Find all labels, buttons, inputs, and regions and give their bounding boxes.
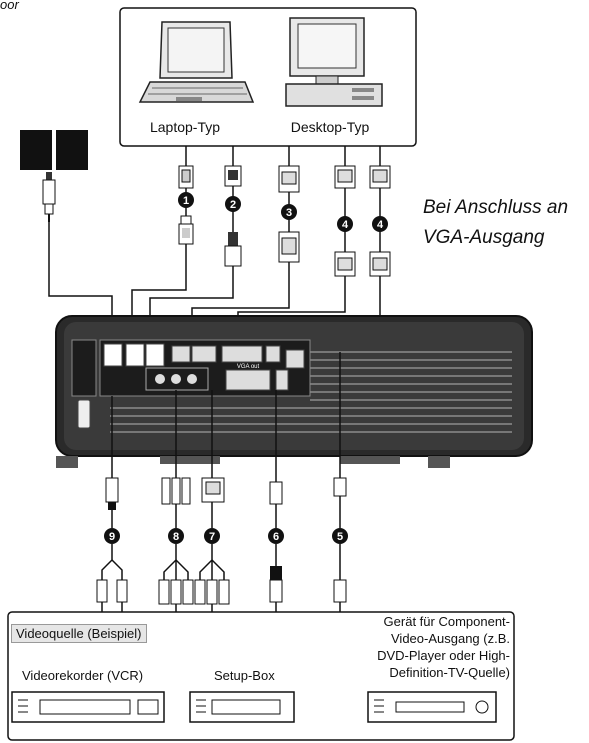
svg-text:8: 8 — [173, 531, 179, 543]
laptop-icon — [138, 21, 255, 103]
cable-9: 9 — [96, 477, 128, 603]
vcr-icon — [11, 691, 165, 723]
svg-text:4: 4 — [342, 219, 349, 231]
svg-text:7: 7 — [209, 531, 215, 543]
projector-body: VGA out — [55, 315, 533, 468]
badge-1: 1 — [178, 192, 194, 208]
svg-text:9: 9 — [109, 531, 115, 543]
header-fragment: oor — [0, 0, 19, 12]
svg-text:6: 6 — [273, 531, 279, 543]
settop-label: Setup-Box — [214, 668, 275, 683]
monitor-out-connector-top — [224, 165, 242, 267]
component-label-line: Definition-TV-Quelle) — [389, 665, 510, 680]
settop-box-icon — [189, 691, 295, 723]
vcr-label: Videorekorder (VCR) — [22, 668, 144, 683]
bottom-routing-lines — [111, 352, 341, 482]
cable-5: 5 — [332, 477, 348, 603]
desktop-icon — [285, 17, 383, 107]
cable-6: 6 — [268, 481, 284, 603]
svg-text:2: 2 — [230, 199, 236, 211]
badge-2: 2 — [225, 196, 241, 212]
component-label-line: Gerät für Component- — [383, 614, 510, 629]
vga-note: Bei Anschluss an VGA-Ausgang — [423, 193, 583, 253]
badge-3: 3 — [281, 204, 297, 220]
desktop-label: Desktop-Typ — [291, 119, 370, 135]
component-label-line: Video-Ausgang (z.B. — [391, 631, 510, 646]
svg-text:4: 4 — [377, 219, 384, 231]
component-label-line: DVD-Player oder High- — [377, 648, 510, 663]
svg-text:1: 1 — [183, 195, 189, 207]
vga-note-line1: Bei Anschluss an — [423, 197, 569, 218]
video-source-title: Videoquelle (Beispiel) — [11, 624, 147, 643]
component-device-label: Gerät für Component- Video-Ausgang (z.B.… — [360, 613, 510, 681]
speakers-icon — [20, 130, 88, 170]
vga-connector-4b-top — [369, 165, 391, 277]
cable-7: 7 — [194, 477, 230, 605]
vga-out-label: VGA out — [237, 364, 260, 370]
component-device-icon — [367, 691, 497, 723]
top-cables — [185, 146, 381, 166]
badge-4a: 4 — [337, 216, 353, 232]
audio-plug-top — [42, 172, 56, 222]
bottom-to-source-lines — [101, 602, 341, 612]
svg-text:3: 3 — [286, 207, 292, 219]
vga-note-line2: VGA-Ausgang — [423, 227, 545, 248]
vga-connector-4a-top — [334, 165, 356, 277]
cable-8: 8 — [158, 477, 194, 605]
badge-4b: 4 — [372, 216, 388, 232]
svg-text:5: 5 — [337, 531, 343, 543]
laptop-label: Laptop-Typ — [150, 119, 220, 135]
